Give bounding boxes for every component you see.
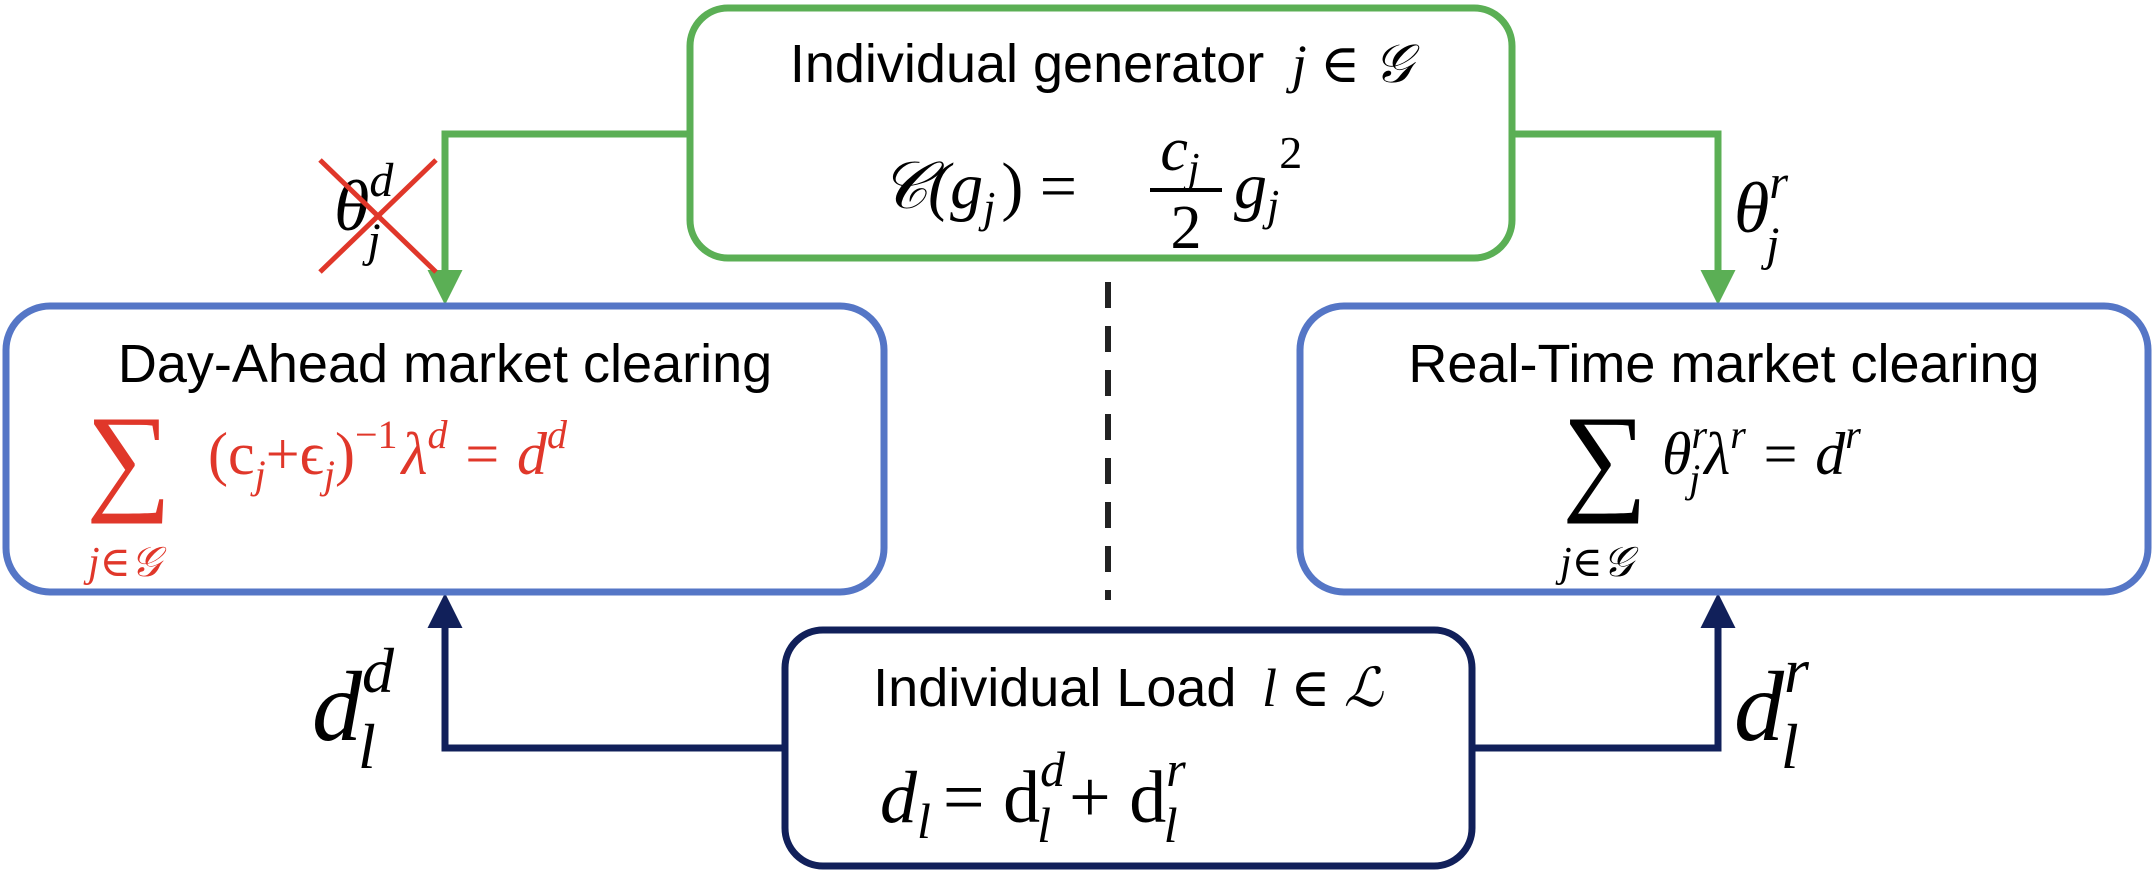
load-set-label: l ∈ ℒ bbox=[1262, 658, 1384, 718]
generator-set-label: j ∈ 𝒢 bbox=[1286, 34, 1421, 94]
cross-out-stroke-2 bbox=[318, 158, 438, 274]
generator-title: Individual generator bbox=[790, 34, 1264, 94]
svg-text:Individual Load l ∈ ℒ: Individual Load l ∈ ℒ bbox=[873, 658, 1384, 718]
svg-text:Individual generator j ∈: Individual generator j ∈ 𝒢 bbox=[790, 34, 1421, 94]
real-time-sum-index: j∈𝒢 bbox=[1555, 540, 1639, 586]
generator-cost-lhs: 𝒞(gj) = bbox=[880, 150, 1077, 232]
day-ahead-sum-index: j∈𝒢 bbox=[83, 540, 167, 586]
day-ahead-title: Day-Ahead market clearing bbox=[118, 334, 772, 394]
real-time-sum-symbol: ∑ bbox=[1562, 391, 1648, 524]
load-title: Individual Load bbox=[873, 658, 1236, 718]
generator-frac-num: cj bbox=[1160, 116, 1199, 192]
generator-cost-rhs: gj2 bbox=[1234, 127, 1302, 230]
generator-frac-den: 2 bbox=[1171, 194, 1202, 262]
real-time-title: Real-Time market clearing bbox=[1408, 334, 2039, 394]
load-to-day-ahead-arrow bbox=[427, 593, 785, 752]
day-ahead-equation: (cj+ϵj)−1λd= dd bbox=[208, 412, 568, 497]
generator-to-real-time-arrow bbox=[1512, 130, 1736, 305]
generator-to-day-ahead-arrow bbox=[427, 130, 690, 305]
day-ahead-box: Day-Ahead market clearing ∑ j∈𝒢 (cj+ϵj)−… bbox=[2, 302, 888, 596]
generator-box: Individual generator j ∈ 𝒢 𝒞(gj) = cj 2 … bbox=[686, 4, 1516, 262]
day-ahead-sum-symbol: ∑ bbox=[86, 391, 172, 524]
load-to-real-time-arrow bbox=[1472, 593, 1736, 752]
